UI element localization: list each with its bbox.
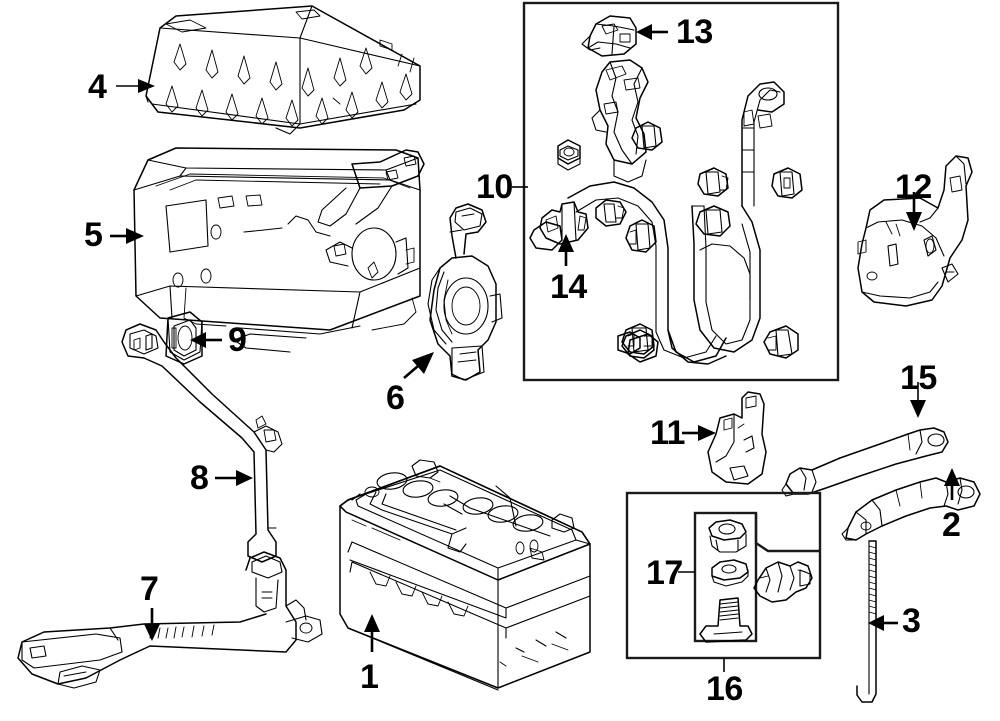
- callout-4: 4: [88, 68, 107, 106]
- callout-13: 13: [676, 13, 713, 51]
- part-16-battery-terminal-clamp: [753, 561, 813, 603]
- part-13-terminal-cover: [581, 15, 637, 57]
- part-5-battery-tray-box: [133, 147, 425, 353]
- harness-clip-l: [529, 221, 563, 251]
- cable-harness-group-box: [522, 1, 840, 382]
- harness-clip-e: [771, 167, 803, 199]
- part-11-cable-bracket: [707, 391, 767, 485]
- callout-15: 15: [900, 359, 937, 397]
- callout-12: 12: [895, 168, 932, 206]
- callout-14: 14: [550, 268, 587, 306]
- callout-17: 17: [646, 554, 683, 592]
- harness-clip-k: [763, 325, 799, 359]
- harness-clip-b: [625, 219, 657, 253]
- callout-6: 6: [386, 379, 405, 417]
- part-2-battery-hold-down-clamp: [841, 477, 981, 541]
- harness-clip-d: [695, 205, 731, 237]
- part-1-battery: [339, 459, 591, 691]
- harness-clip-a: [595, 199, 627, 227]
- harness-clip-i: [621, 329, 655, 359]
- hex-nut: [557, 139, 581, 171]
- harness-clip-j: [627, 333, 659, 363]
- part-10-battery-cable-harness-set: [529, 59, 803, 365]
- callout-5: 5: [84, 216, 103, 254]
- part-3-battery-hold-down-rod: [856, 540, 877, 703]
- part-12-battery-box-side-bracket: [857, 155, 973, 307]
- part-7-vent-duct-lower: [17, 551, 323, 689]
- callout-8: 8: [190, 459, 209, 497]
- part-15-ground-cable-strap: [781, 427, 949, 497]
- callout-16: 16: [706, 670, 743, 708]
- callout-leaders: [110, 24, 960, 672]
- callout-1: 1: [360, 658, 379, 696]
- callout-10: 10: [476, 168, 513, 206]
- callout-7: 7: [140, 570, 159, 608]
- part-4-battery-cover-lid: [145, 5, 421, 135]
- cable-clip-left: [539, 201, 589, 245]
- harness-clip-c: [697, 167, 729, 197]
- callout-2: 2: [942, 506, 961, 544]
- harness-clip-g: [617, 331, 641, 355]
- part-17-bolt-nut-screw-set: [699, 519, 753, 643]
- callout-9: 9: [228, 321, 247, 359]
- part-8-vent-tube-upper: [121, 323, 283, 563]
- harness-clip-h: [631, 121, 663, 151]
- part-6-battery-sensor-fan: [427, 203, 503, 381]
- callout-11: 11: [650, 414, 685, 452]
- callout-3: 3: [902, 602, 921, 640]
